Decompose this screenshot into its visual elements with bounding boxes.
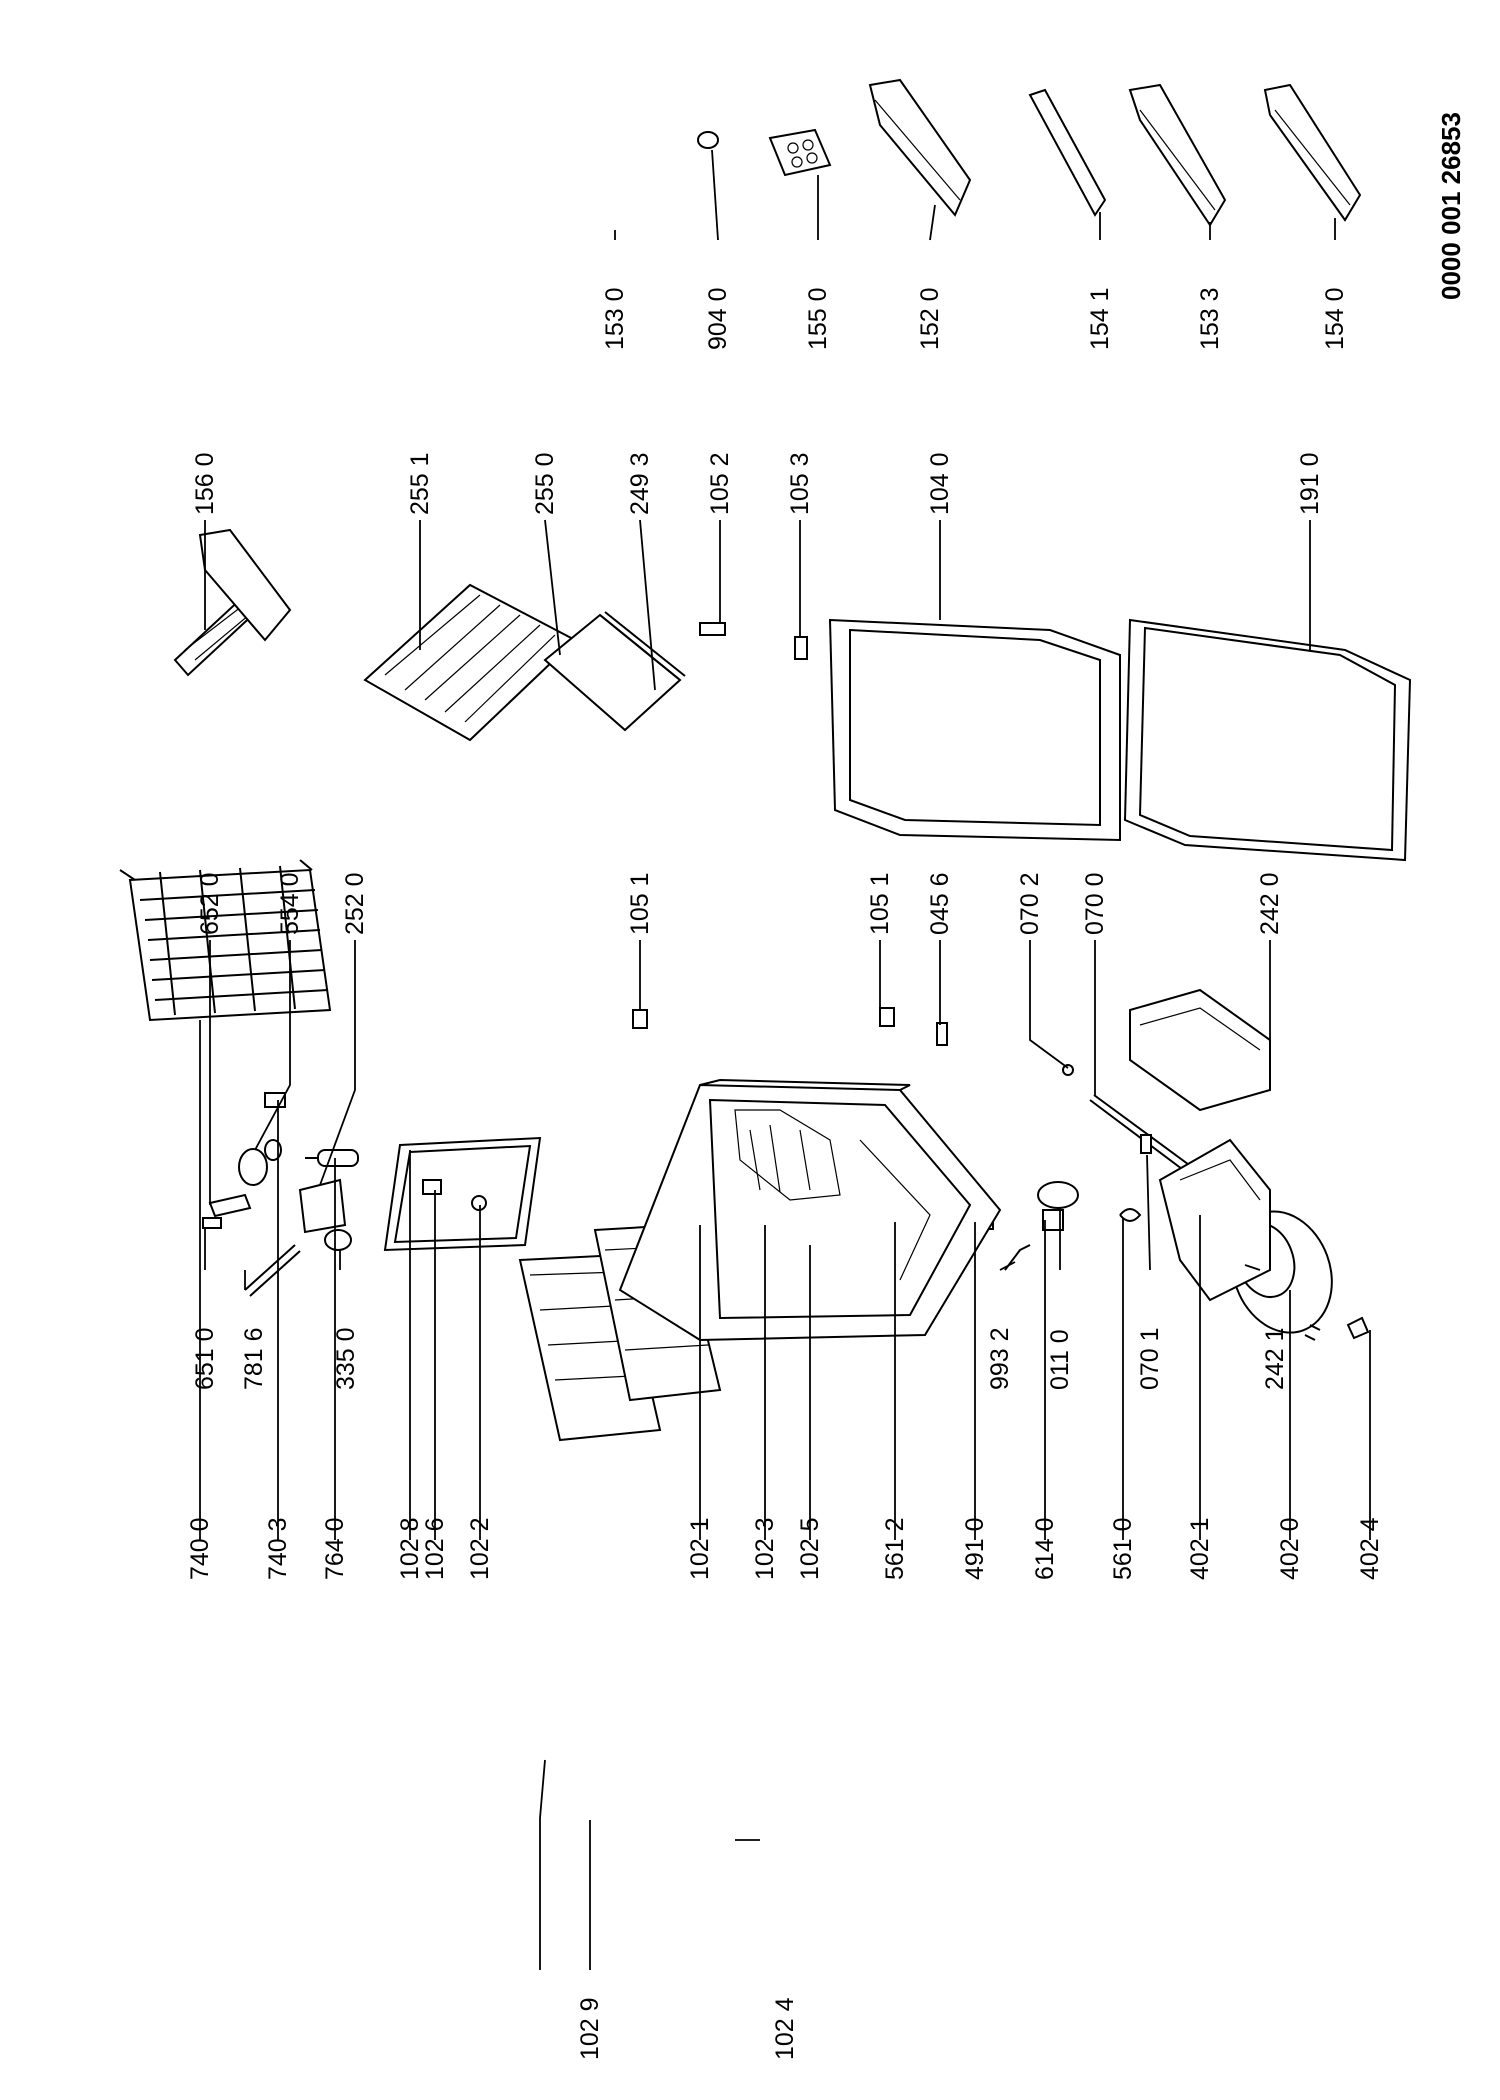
label-781-6: 781 6 xyxy=(240,1327,268,1390)
label-153-3: 153 3 xyxy=(1196,287,1224,350)
document-id: 0000 001 26853 xyxy=(1436,112,1466,300)
label-154-0: 154 0 xyxy=(1321,287,1349,350)
label-105-3: 105 3 xyxy=(786,452,814,515)
door-gasket-drawing xyxy=(1123,618,1412,862)
foot-drawing xyxy=(1037,1181,1079,1209)
label-993-2: 993 2 xyxy=(986,1327,1014,1390)
door-shelf-middle-drawing xyxy=(1128,83,1227,227)
label-102-1: 102 1 xyxy=(686,1517,714,1580)
label-153-0: 153 0 xyxy=(601,287,629,350)
bottle-retainer-drawing xyxy=(1028,88,1107,217)
drain-tube-drawing xyxy=(1004,1244,1031,1271)
label-105-1-lower: 105 1 xyxy=(866,872,894,935)
door-hinge-upper-drawing xyxy=(699,622,726,636)
label-740-0: 740 0 xyxy=(186,1517,214,1580)
label-105-2: 105 2 xyxy=(706,452,734,515)
label-102-4: 102 4 xyxy=(771,1997,799,2060)
label-102-8: 102 8 xyxy=(396,1517,424,1580)
condenser-coil-drawing xyxy=(119,859,332,1022)
gasket-frame-drawing xyxy=(383,1136,542,1252)
cap-drawing xyxy=(697,131,719,149)
label-154-1: 154 1 xyxy=(1086,287,1114,350)
small-cap-drawing xyxy=(471,1195,487,1211)
label-255-1: 255 1 xyxy=(406,452,434,515)
label-102-3: 102 3 xyxy=(751,1517,779,1580)
label-070-2: 070 2 xyxy=(1016,872,1044,935)
label-402-0: 402 0 xyxy=(1276,1517,1304,1580)
label-102-6: 102 6 xyxy=(421,1517,449,1580)
bracket-drawing xyxy=(1346,1316,1370,1340)
door-drawing xyxy=(828,618,1121,842)
label-249-3: 249 3 xyxy=(626,452,654,515)
label-105-1-upper: 105 1 xyxy=(626,872,654,935)
label-651-0: 651 0 xyxy=(191,1327,219,1390)
bottle-shelf-drawing xyxy=(868,78,972,217)
hinge-pin-drawing xyxy=(936,1022,948,1046)
label-402-1: 402 1 xyxy=(1186,1517,1214,1580)
label-614-0: 614 0 xyxy=(1031,1517,1059,1580)
label-191-0: 191 0 xyxy=(1296,452,1324,515)
leader-lines xyxy=(199,149,1371,1970)
door-hinge-lower-drawing xyxy=(794,636,808,660)
label-011-0: 011 0 xyxy=(1046,1329,1074,1390)
hinge-upper-drawing xyxy=(632,1009,648,1029)
glass-shelf-drawing xyxy=(543,611,686,732)
wire-shelf-drawing xyxy=(363,583,577,742)
rail-end-drawing xyxy=(1140,1134,1152,1154)
part-labels: 740 0 740 3 764 0 102 8 102 6 102 2 102 … xyxy=(186,287,1384,2060)
label-242-0: 242 0 xyxy=(1256,872,1284,935)
hinge-lower-drawing xyxy=(879,1007,895,1027)
label-491-0: 491 0 xyxy=(961,1517,989,1580)
label-561-0: 561 0 xyxy=(1109,1517,1137,1580)
label-242-1: 242 1 xyxy=(1261,1327,1289,1390)
label-070-1: 070 1 xyxy=(1136,1327,1164,1390)
capillary-tube-drawing xyxy=(244,1244,301,1297)
label-070-0: 070 0 xyxy=(1081,872,1109,935)
label-102-5: 102 5 xyxy=(796,1517,824,1580)
label-764-0: 764 0 xyxy=(321,1517,349,1580)
label-561-2: 561 2 xyxy=(881,1517,909,1580)
cable-drawing xyxy=(1119,1208,1142,1222)
screw-drawing xyxy=(1062,1064,1074,1076)
thermostat-drawing xyxy=(202,1139,282,1229)
label-904-0: 904 0 xyxy=(704,287,732,350)
label-402-4: 402 4 xyxy=(1356,1517,1384,1580)
label-102-2: 102 2 xyxy=(466,1517,494,1580)
label-335-0: 335 0 xyxy=(332,1327,360,1390)
connector-drawing xyxy=(1042,1209,1064,1231)
label-152-0: 152 0 xyxy=(916,287,944,350)
crisper-drawers-drawing xyxy=(1129,988,1271,1302)
label-155-0: 155 0 xyxy=(804,287,832,350)
label-740-3: 740 3 xyxy=(264,1517,292,1580)
label-255-0: 255 0 xyxy=(531,452,559,515)
label-652-0: 652 0 xyxy=(196,872,224,935)
label-102-9: 102 9 xyxy=(576,1997,604,2060)
label-554-0: 554 0 xyxy=(276,872,304,935)
lamp-housing-drawing xyxy=(298,1178,352,1251)
label-045-6: 045 6 xyxy=(926,872,954,935)
egg-rack-drawing xyxy=(768,128,832,177)
label-104-0: 104 0 xyxy=(926,452,954,515)
door-shelf-bottom-drawing xyxy=(1263,83,1362,222)
label-252-0: 252 0 xyxy=(341,872,369,935)
label-156-0: 156 0 xyxy=(191,452,219,515)
small-bracket-drawing xyxy=(422,1179,442,1195)
